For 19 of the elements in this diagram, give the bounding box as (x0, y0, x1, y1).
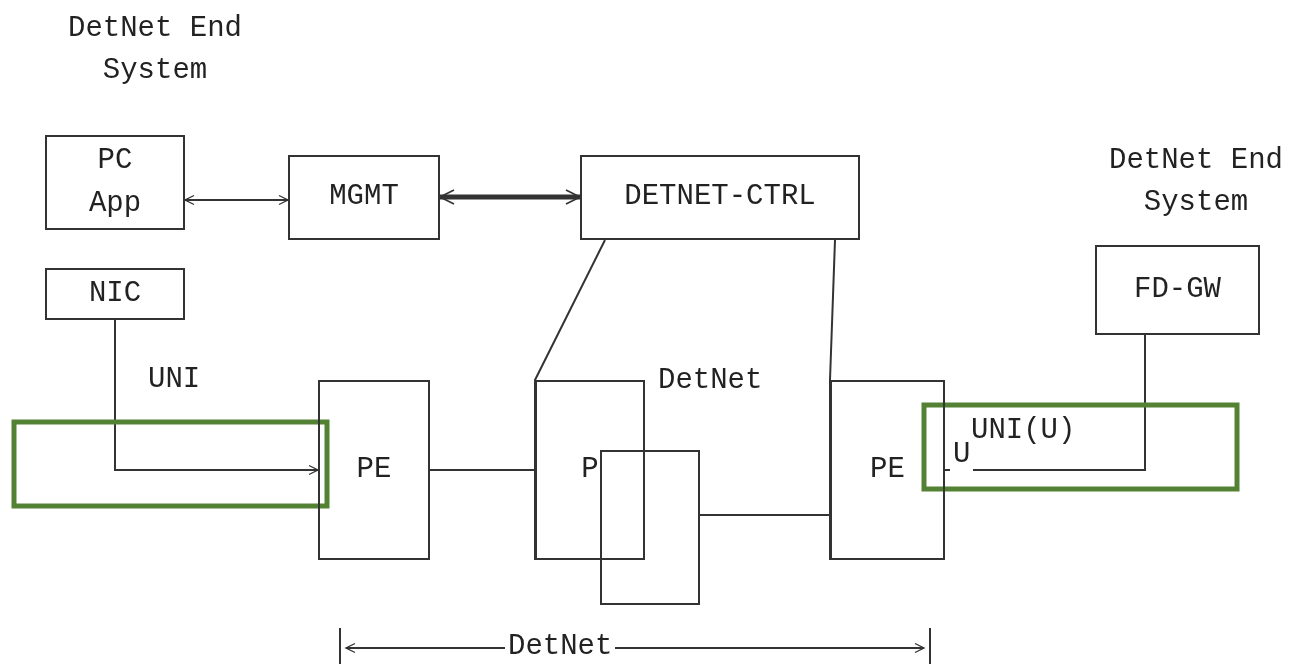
empty-box (600, 450, 700, 605)
connector-line (699, 514, 831, 516)
node-box: PE (318, 380, 430, 560)
node-box: MGMT (288, 155, 440, 240)
connector-line (829, 239, 836, 561)
connector-line (429, 469, 536, 471)
node-box: FD-GW (1095, 245, 1260, 335)
node-box: P (535, 380, 645, 560)
node-box: PC App (45, 135, 185, 230)
arrow (184, 194, 289, 206)
group-heading: DetNet End System (1108, 143, 1284, 222)
connector-line (944, 334, 1146, 471)
connector-line (534, 239, 606, 561)
group-heading: DetNet End System (67, 11, 243, 90)
arrow (114, 319, 319, 476)
node-box: NIC (45, 268, 185, 320)
node-box: PE (830, 380, 945, 560)
node-box: DETNET-CTRL (580, 155, 860, 240)
arrow (439, 189, 581, 205)
